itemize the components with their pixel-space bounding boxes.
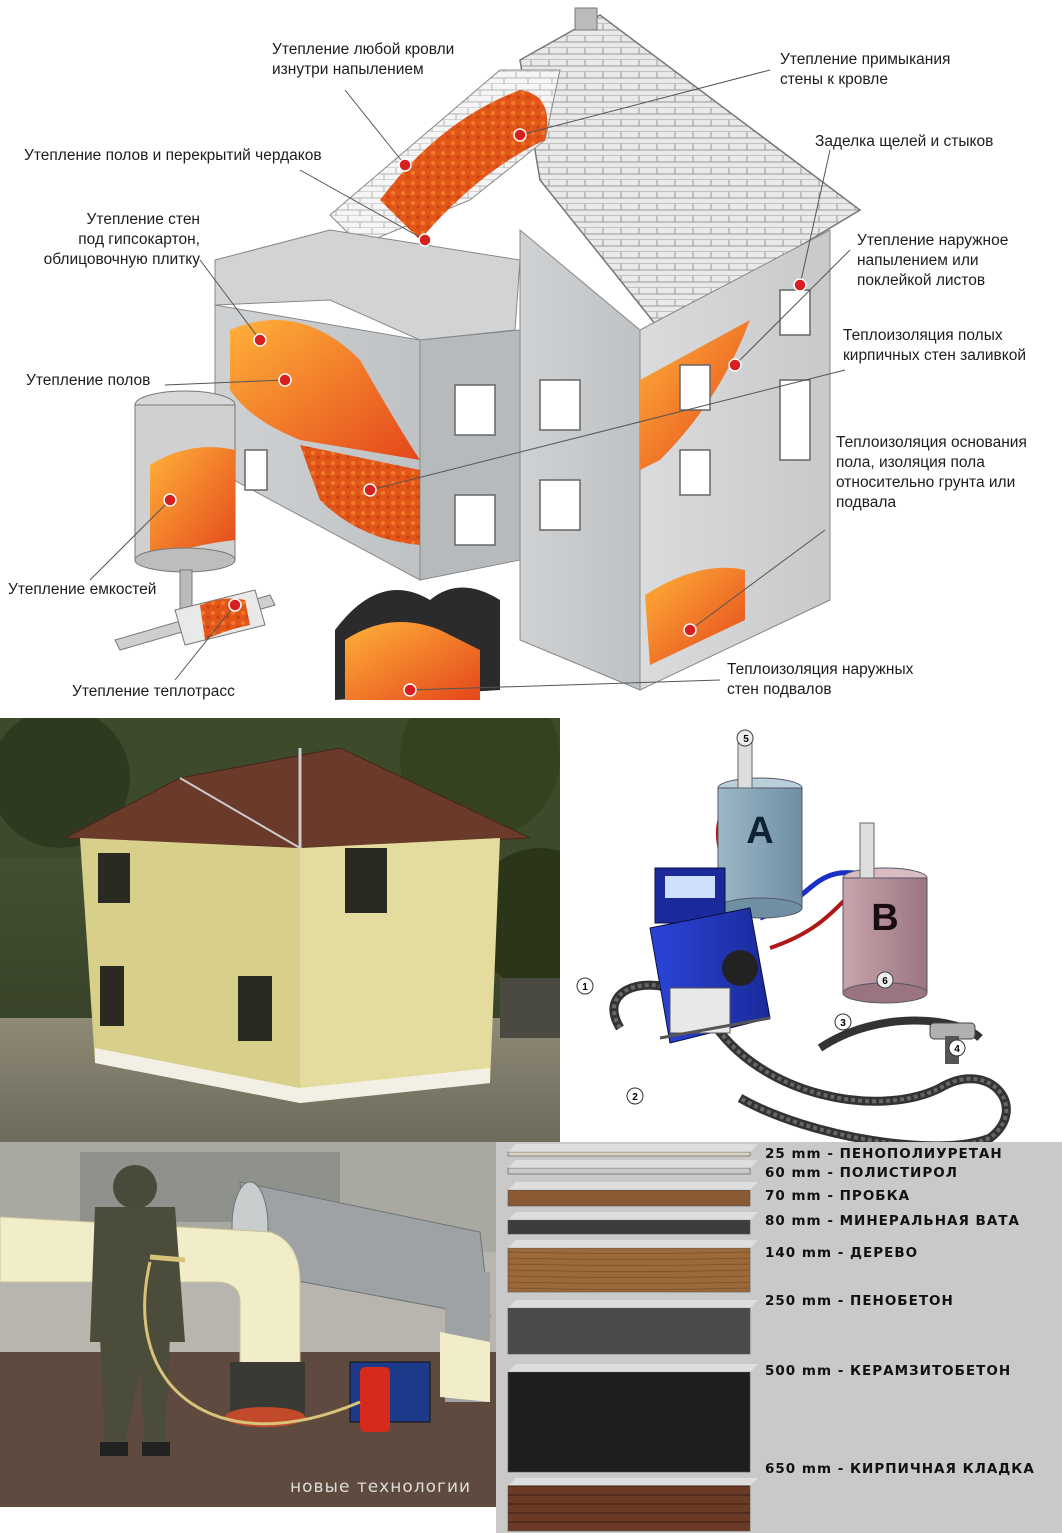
layer-slab <box>507 1144 758 1157</box>
callout-tanks: Утепление емкостей <box>8 581 157 598</box>
tank-b: 6 B <box>842 822 928 1004</box>
callout-attic-floors: Утепление полов и перекрытий чердаков <box>24 147 322 164</box>
callout-wall-roof-junction: Утепление примыкания стены к кровле <box>780 51 951 88</box>
photo-watermark: новые технологии <box>290 1477 472 1497</box>
callout-walls-under-drywall: Утепление стен под гипсокартон, облицово… <box>43 211 200 268</box>
tank-a: 5 A <box>717 729 803 919</box>
layer-stack <box>507 1144 758 1532</box>
layer-label-cork: 70 mm - ПРОБКА <box>765 1188 911 1204</box>
svg-text:3: 3 <box>840 1018 846 1029</box>
svg-text:4: 4 <box>954 1044 960 1055</box>
tank-illustration <box>134 390 236 611</box>
layer-label-expanded-clay-concrete: 500 mm - КЕРАМЗИТОБЕТОН <box>765 1363 1012 1379</box>
layer-label-ppu: 25 mm - ПЕНОПОЛИУРЕТАН <box>765 1146 1003 1162</box>
house-illustration <box>89 7 862 700</box>
callout-roof-inside: Утепление любой кровли изнутри напыление… <box>272 41 455 78</box>
marker-dots <box>163 128 807 697</box>
callout-exterior-spray: Утепление наружное напылением или поклей… <box>857 232 1009 289</box>
layer-slab <box>507 1478 758 1532</box>
equipment-diagram: 5 A 6 B 1 2 <box>560 718 1062 1148</box>
layer-label-foam-concrete: 250 mm - ПЕНОБЕТОН <box>765 1293 954 1309</box>
callout-gaps-joints: Заделка щелей и стыков <box>815 133 994 150</box>
callout-basement-walls: Теплоизоляция наружных стен подвалов <box>727 661 914 698</box>
sprayed-house-photo <box>0 718 560 1142</box>
svg-text:5: 5 <box>743 734 749 745</box>
pipe-spraying-photo: новые технологии <box>0 1142 496 1507</box>
proportioner-machine <box>649 867 771 1044</box>
layer-label-polystyrene: 60 mm - ПОЛИСТИРОЛ <box>765 1165 958 1181</box>
svg-text:6: 6 <box>882 976 888 987</box>
layer-slab <box>507 1240 758 1293</box>
layer-slab <box>507 1212 758 1235</box>
layer-label-mineral-wool: 80 mm - МИНЕРАЛЬНАЯ ВАТА <box>765 1213 1020 1229</box>
layer-slab <box>507 1160 758 1175</box>
insulation-comparison <box>496 1142 1062 1533</box>
svg-text:2: 2 <box>632 1092 638 1103</box>
layer-label-brick: 650 mm - КИРПИЧНАЯ КЛАДКА <box>765 1461 1035 1477</box>
layer-slab <box>507 1300 758 1355</box>
svg-text:1: 1 <box>582 982 588 993</box>
callout-floors: Утепление полов <box>26 372 151 389</box>
callout-heat-pipes: Утепление теплотрасс <box>72 683 235 700</box>
callout-hollow-brick: Теплоизоляция полых кирпичных стен залив… <box>843 327 1027 364</box>
house-diagram-panel: Утепление любой кровли изнутри напыление… <box>0 0 1062 716</box>
tank-a-label: A <box>746 810 773 852</box>
callout-floor-base: Теплоизоляция основания пола, изоляция п… <box>836 434 1027 511</box>
tank-b-label: B <box>871 897 898 939</box>
layer-label-wood: 140 mm - ДЕРЕВО <box>765 1245 919 1261</box>
layer-slab <box>507 1364 758 1473</box>
worker-figure <box>90 1165 186 1456</box>
layer-slab <box>507 1182 758 1207</box>
